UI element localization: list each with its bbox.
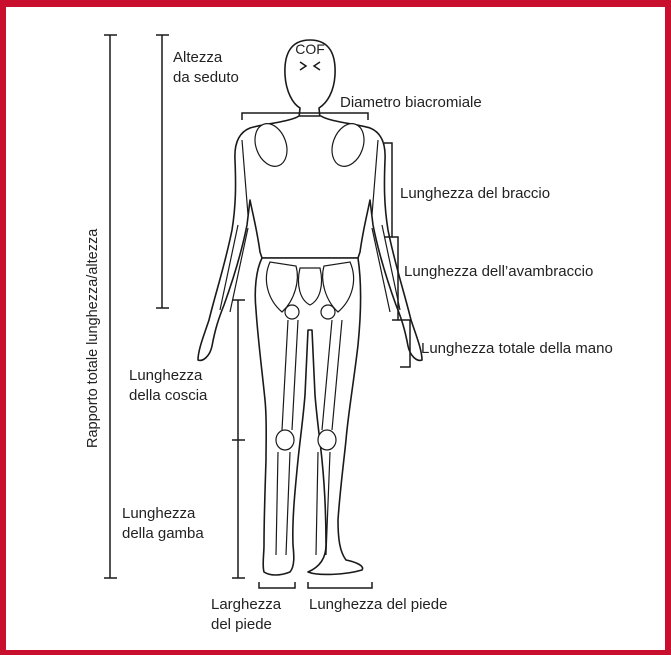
thigh-label-1: Lunghezza	[129, 367, 203, 384]
foot-width-label-2: del piede	[211, 616, 272, 633]
cof-label: COF	[295, 41, 325, 57]
leg-label-2: della gamba	[122, 525, 204, 542]
foot-width-label-1: Larghezza	[211, 596, 282, 613]
thigh-label-2: della coscia	[129, 387, 208, 404]
hand-length-label: Lunghezza totale della mano	[421, 340, 613, 357]
total-ratio-label: Rapporto totale lunghezza/altezza	[85, 228, 101, 448]
human-figure	[198, 40, 422, 575]
arm-length-label: Lunghezza del braccio	[400, 185, 550, 202]
forearm-length-label: Lunghezza dell’avambraccio	[404, 263, 593, 280]
shoulder-width-label: Diametro biacromiale	[340, 94, 482, 111]
sitting-height-label-2: da seduto	[173, 69, 239, 86]
sitting-height-label-1: Altezza	[173, 49, 223, 66]
leg-label-1: Lunghezza	[122, 505, 196, 522]
foot-length-label: Lunghezza del piede	[309, 596, 447, 613]
